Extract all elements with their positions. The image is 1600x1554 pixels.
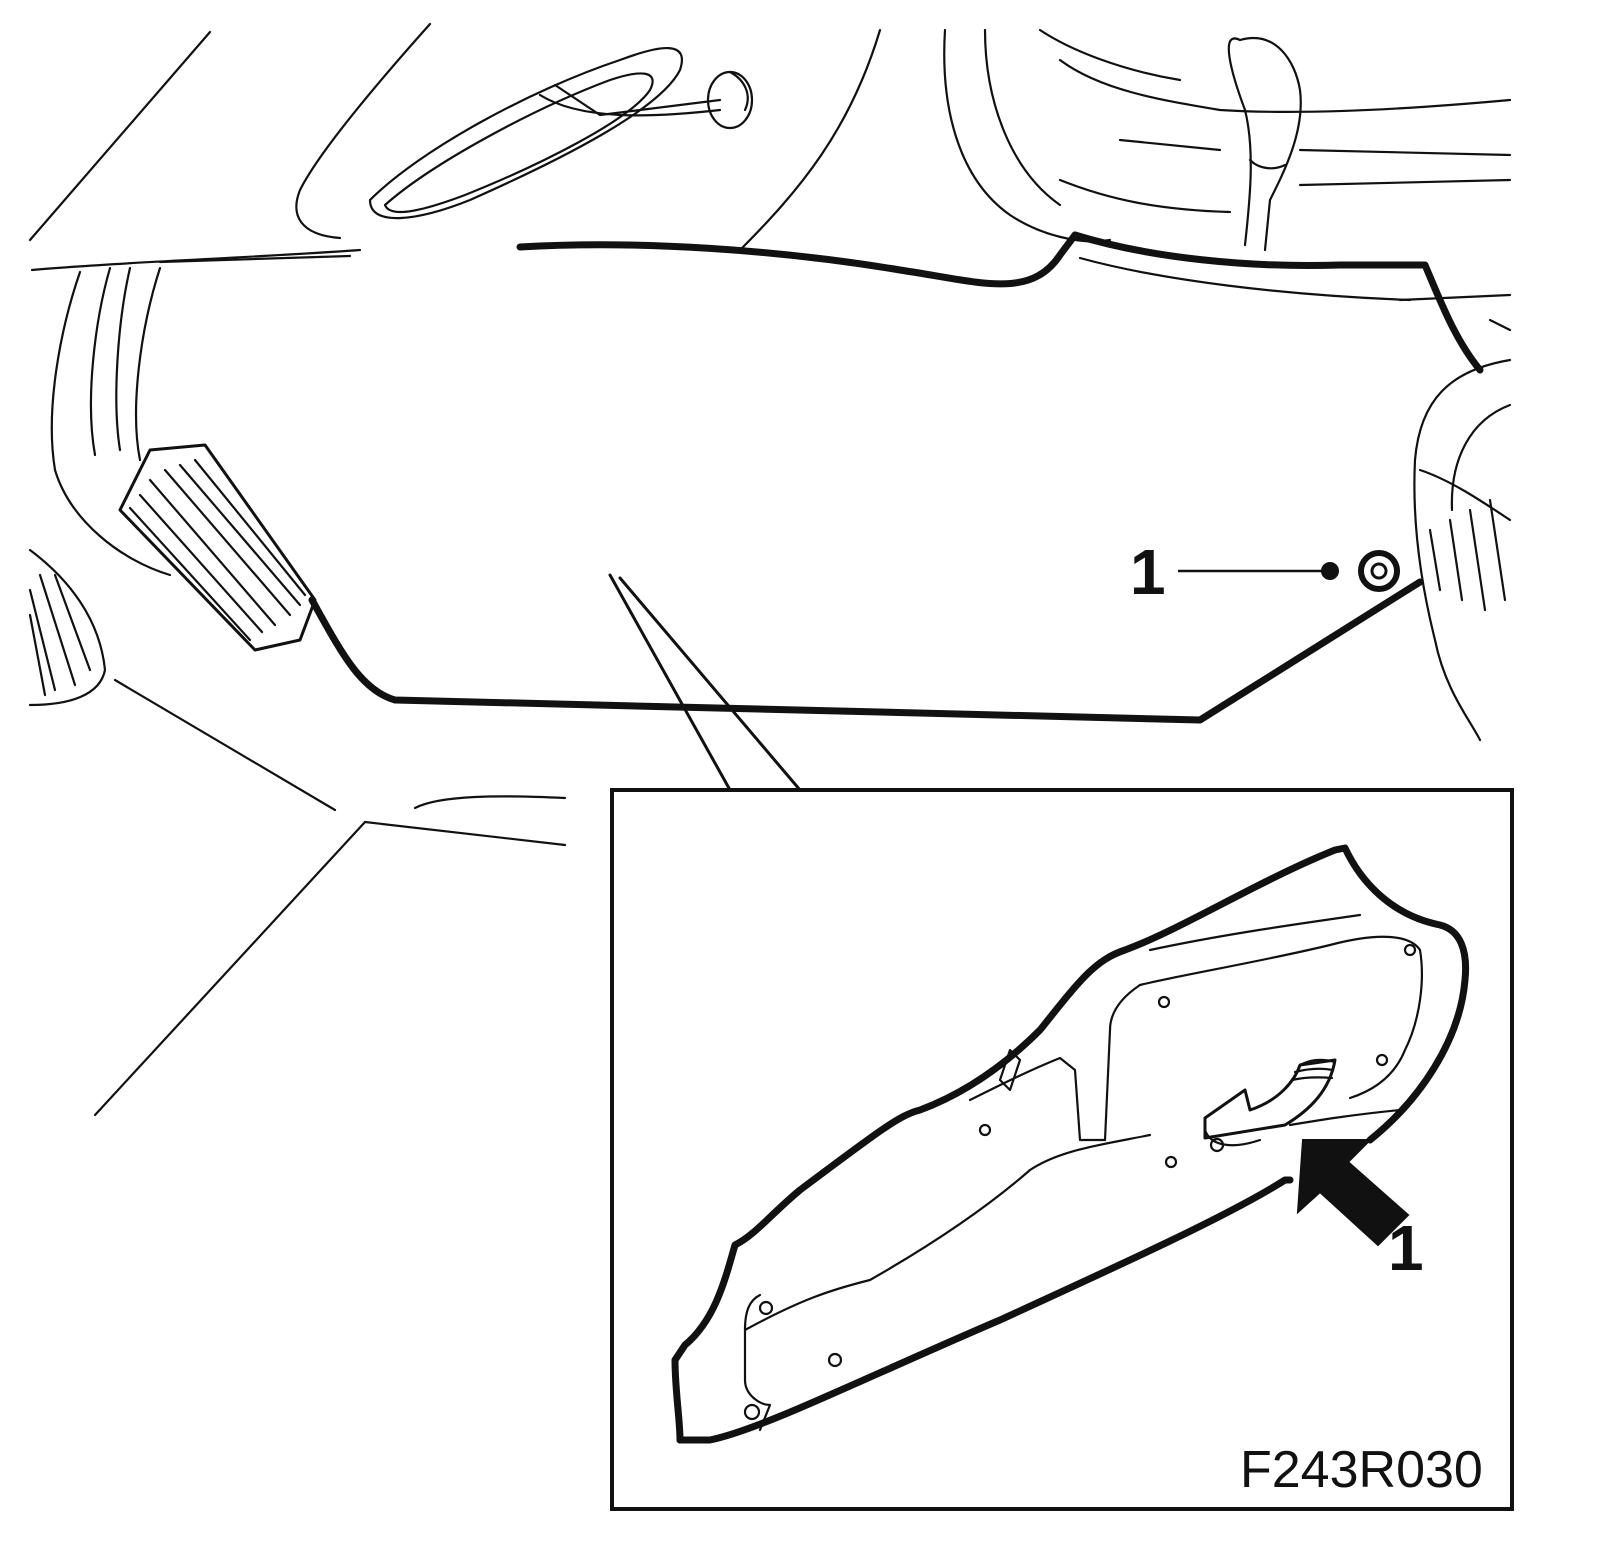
fastener-clip [1358,550,1400,592]
arrow-icon [1296,1139,1410,1247]
callout-number-detail: 1 [1388,1212,1424,1284]
accelerator-pedal [50,266,317,652]
dashboard-outline [28,22,1112,272]
callout-number-main: 1 [1130,536,1166,608]
center-console [1038,28,1512,302]
floor-lines [93,678,567,1117]
footwell-side-panel [308,231,1484,792]
figure-code: F243R030 [1240,1441,1483,1499]
callout-leader [1178,562,1339,580]
brake-pedal [28,548,107,707]
detail-inset [610,788,1514,1511]
steering-stalk [368,46,754,220]
seat-edge [1413,318,1512,742]
